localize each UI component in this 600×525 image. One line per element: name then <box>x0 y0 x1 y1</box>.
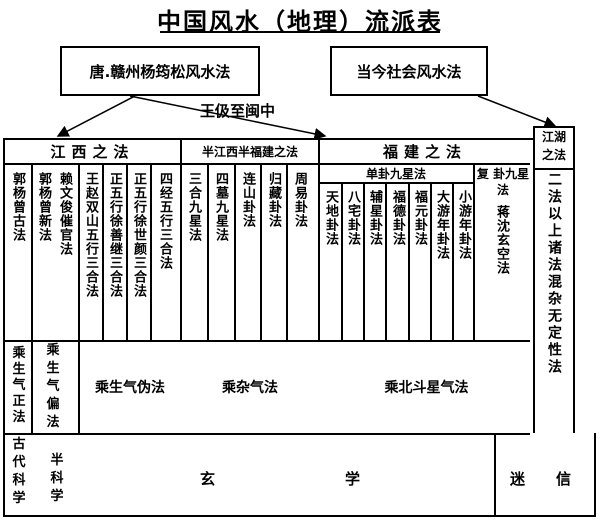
grid-vline-c7 <box>234 163 236 340</box>
arrow-label: 王伋至闽中 <box>200 102 276 120</box>
grid-vline-fugua <box>473 163 475 342</box>
method-wang: 王赵双山五行三合法 <box>83 172 98 298</box>
school-half: 半江西半福建之法 <box>182 140 318 163</box>
method-fuxing: 辅星卦法 <box>367 190 382 246</box>
qi-shengqi-zheng: 乘生气正法 <box>12 346 26 425</box>
grid-vline-half <box>180 138 182 342</box>
grid-vline-fujian <box>318 138 320 342</box>
qi-shengqi-pian: 乘生气偏法 <box>46 343 60 430</box>
grid-vline-right-bottom <box>594 433 596 517</box>
school-danggua: 单卦九星法 <box>320 165 472 182</box>
method-xiaoyou: 小游年卦法 <box>456 190 471 260</box>
modern-box: 当今社会风水法 <box>330 46 488 96</box>
modern-label: 当今社会风水法 <box>356 62 462 81</box>
qi-shengqi-wei: 乘生气伪法 <box>80 342 180 432</box>
title-underline <box>160 31 440 33</box>
grid-line-top-right <box>533 126 573 128</box>
grid-line-schools <box>3 163 530 165</box>
method-sanhe: 三合九星法 <box>186 172 201 242</box>
school-jiangxi-label: 江西之法 <box>50 143 135 161</box>
method-guopu-new: 郭杨曾新法 <box>36 172 51 242</box>
grid-vline-c5 <box>150 163 152 340</box>
method-guopu-old: 郭杨曾古法 <box>10 172 25 242</box>
grid-vline-jianghu-left <box>533 126 535 433</box>
method-dayou: 大游年卦法 <box>434 190 449 260</box>
grid-line-danggua <box>318 182 473 184</box>
school-fujian-label: 福建之法 <box>382 143 467 161</box>
school-danggua-label: 单卦九星法 <box>365 167 426 181</box>
method-lai: 赖文俊催官法 <box>57 172 72 256</box>
science-xue: 学 <box>345 470 361 488</box>
grid-line-qi <box>3 340 530 342</box>
grid-line-top <box>3 138 533 140</box>
science-semi: 半科学 <box>50 453 64 504</box>
grid-vline-c13 <box>408 182 410 340</box>
grid-vline-c9 <box>286 163 288 340</box>
grid-vline-c1 <box>31 163 33 433</box>
qi-zaqi: 乘杂气法 <box>182 342 318 432</box>
school-jiangxi: 江西之法 <box>5 140 180 163</box>
qi-zaqi-label: 乘杂气法 <box>222 380 278 396</box>
grid-vline-c15 <box>452 182 454 340</box>
method-lianshan: 连山卦法 <box>240 172 255 228</box>
science-ancient: 古代科学 <box>12 437 26 506</box>
school-fugua: 复 卦九星法 <box>476 167 530 197</box>
grid-vline-c3 <box>102 163 104 340</box>
method-simu: 四墓九星法 <box>213 172 228 242</box>
school-fujian: 福建之法 <box>320 140 530 163</box>
qi-beidou: 乘北斗星气法 <box>320 342 533 432</box>
grid-vline-c11 <box>363 182 365 340</box>
method-tiandi: 天地卦法 <box>323 190 338 246</box>
method-zheng1: 正五行徐善继三合法 <box>107 172 122 298</box>
arrows <box>56 95 557 140</box>
method-zheng2: 正五行徐世颜三合法 <box>131 172 146 298</box>
qi-shengqi-wei-label: 乘生气伪法 <box>95 380 165 396</box>
grid-vline-c12 <box>385 182 387 340</box>
grid-vline-left <box>3 138 5 517</box>
method-jianghu-desc: 二法以上诸法混杂无定性法 <box>546 172 562 376</box>
method-fuyuan: 福元卦法 <box>412 190 427 246</box>
grid-vline-s1 <box>494 433 496 517</box>
tang-box: 唐.赣州杨筠松风水法 <box>60 46 260 96</box>
grid-vline-c8 <box>260 163 262 340</box>
method-bazhai: 八宅卦法 <box>345 190 360 246</box>
science-xin: 信 <box>556 470 572 488</box>
grid-vline-c2 <box>78 163 80 433</box>
school-half-label: 半江西半福建之法 <box>201 145 298 159</box>
method-sijing: 四经五行三合法 <box>157 172 172 270</box>
science-mi: 迷 <box>510 470 526 488</box>
science-xuan: 玄 <box>200 470 216 488</box>
grid-vline-c10 <box>341 182 343 340</box>
grid-vline-c6 <box>207 163 209 340</box>
method-fude: 福德卦法 <box>390 190 405 246</box>
grid-vline-jianghu-right <box>573 126 575 433</box>
method-zhouyi: 周易卦法 <box>292 172 307 228</box>
qi-beidou-label: 乘北斗星气法 <box>384 380 469 396</box>
grid-vline-c14 <box>430 182 432 340</box>
method-jiang: 蒋沈玄空法 <box>494 205 509 275</box>
grid-vline-c4 <box>126 163 128 340</box>
tang-label: 唐.赣州杨筠松风水法 <box>89 62 231 81</box>
grid-line-jianghu-header <box>533 168 573 170</box>
grid-line-bottom <box>3 515 595 517</box>
grid-line-science <box>3 433 530 435</box>
school-jianghu: 江湖之法 <box>541 130 566 162</box>
method-guizang: 归藏卦法 <box>266 172 281 228</box>
